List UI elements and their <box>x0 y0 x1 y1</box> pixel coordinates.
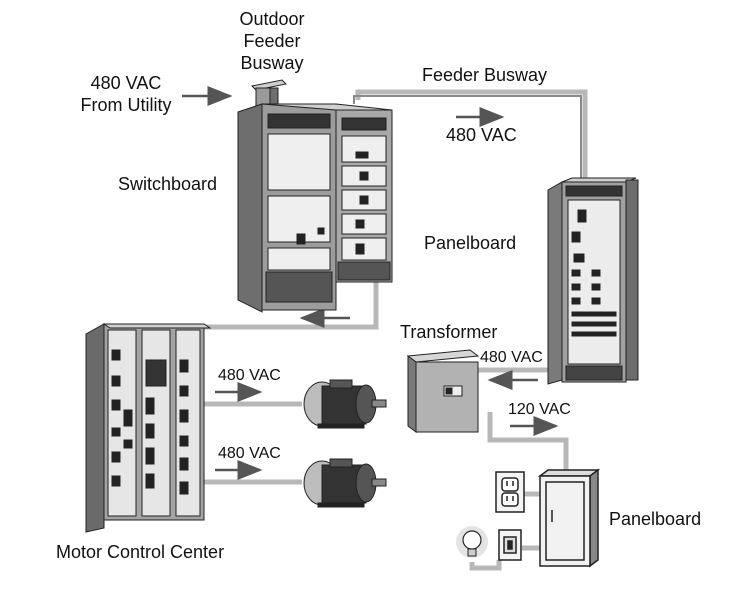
label-panelboard-branch: Panelboard <box>609 509 702 529</box>
motor-control-center-icon <box>85 323 212 533</box>
label-transformer-in-voltage: 480 VAC <box>480 349 543 366</box>
motor-icon <box>303 379 387 429</box>
label-outdoor-feeder-busway-line-2: Feeder <box>243 31 301 51</box>
switch-icon <box>498 529 522 561</box>
label-outdoor-feeder-busway: Outdoor Feeder Busway <box>224 8 320 74</box>
light-bulb-icon <box>456 526 488 558</box>
label-motor-2-voltage: 480 VAC <box>218 445 281 462</box>
receptacle-icon <box>495 471 525 513</box>
cable-lines <box>182 89 588 571</box>
transformer-icon <box>406 349 480 433</box>
label-motor-control-center: Motor Control Center <box>56 542 225 562</box>
flow-arrows <box>182 86 559 480</box>
label-feeder-busway: Feeder Busway <box>422 65 548 85</box>
small-panelboard-icon <box>537 468 601 568</box>
label-transformer-out-voltage: 120 VAC <box>508 401 571 418</box>
label-outdoor-feeder-busway-line-1: Outdoor <box>239 9 305 29</box>
label-busway-voltage: 480 VAC <box>446 125 517 145</box>
switchboard-icon <box>237 103 393 313</box>
label-from-utility: 480 VAC From Utility <box>66 72 186 116</box>
motor-icon <box>303 458 387 508</box>
label-utility-voltage: 480 VAC <box>90 73 162 93</box>
label-panelboard-main: Panelboard <box>424 233 517 253</box>
label-switchboard: Switchboard <box>118 174 218 194</box>
label-motor-1-voltage: 480 VAC <box>218 367 281 384</box>
panelboard-icon <box>547 177 639 385</box>
label-outdoor-feeder-busway-line-3: Busway <box>240 53 304 73</box>
label-transformer: Transformer <box>400 322 498 342</box>
label-utility-source: From Utility <box>80 95 172 115</box>
